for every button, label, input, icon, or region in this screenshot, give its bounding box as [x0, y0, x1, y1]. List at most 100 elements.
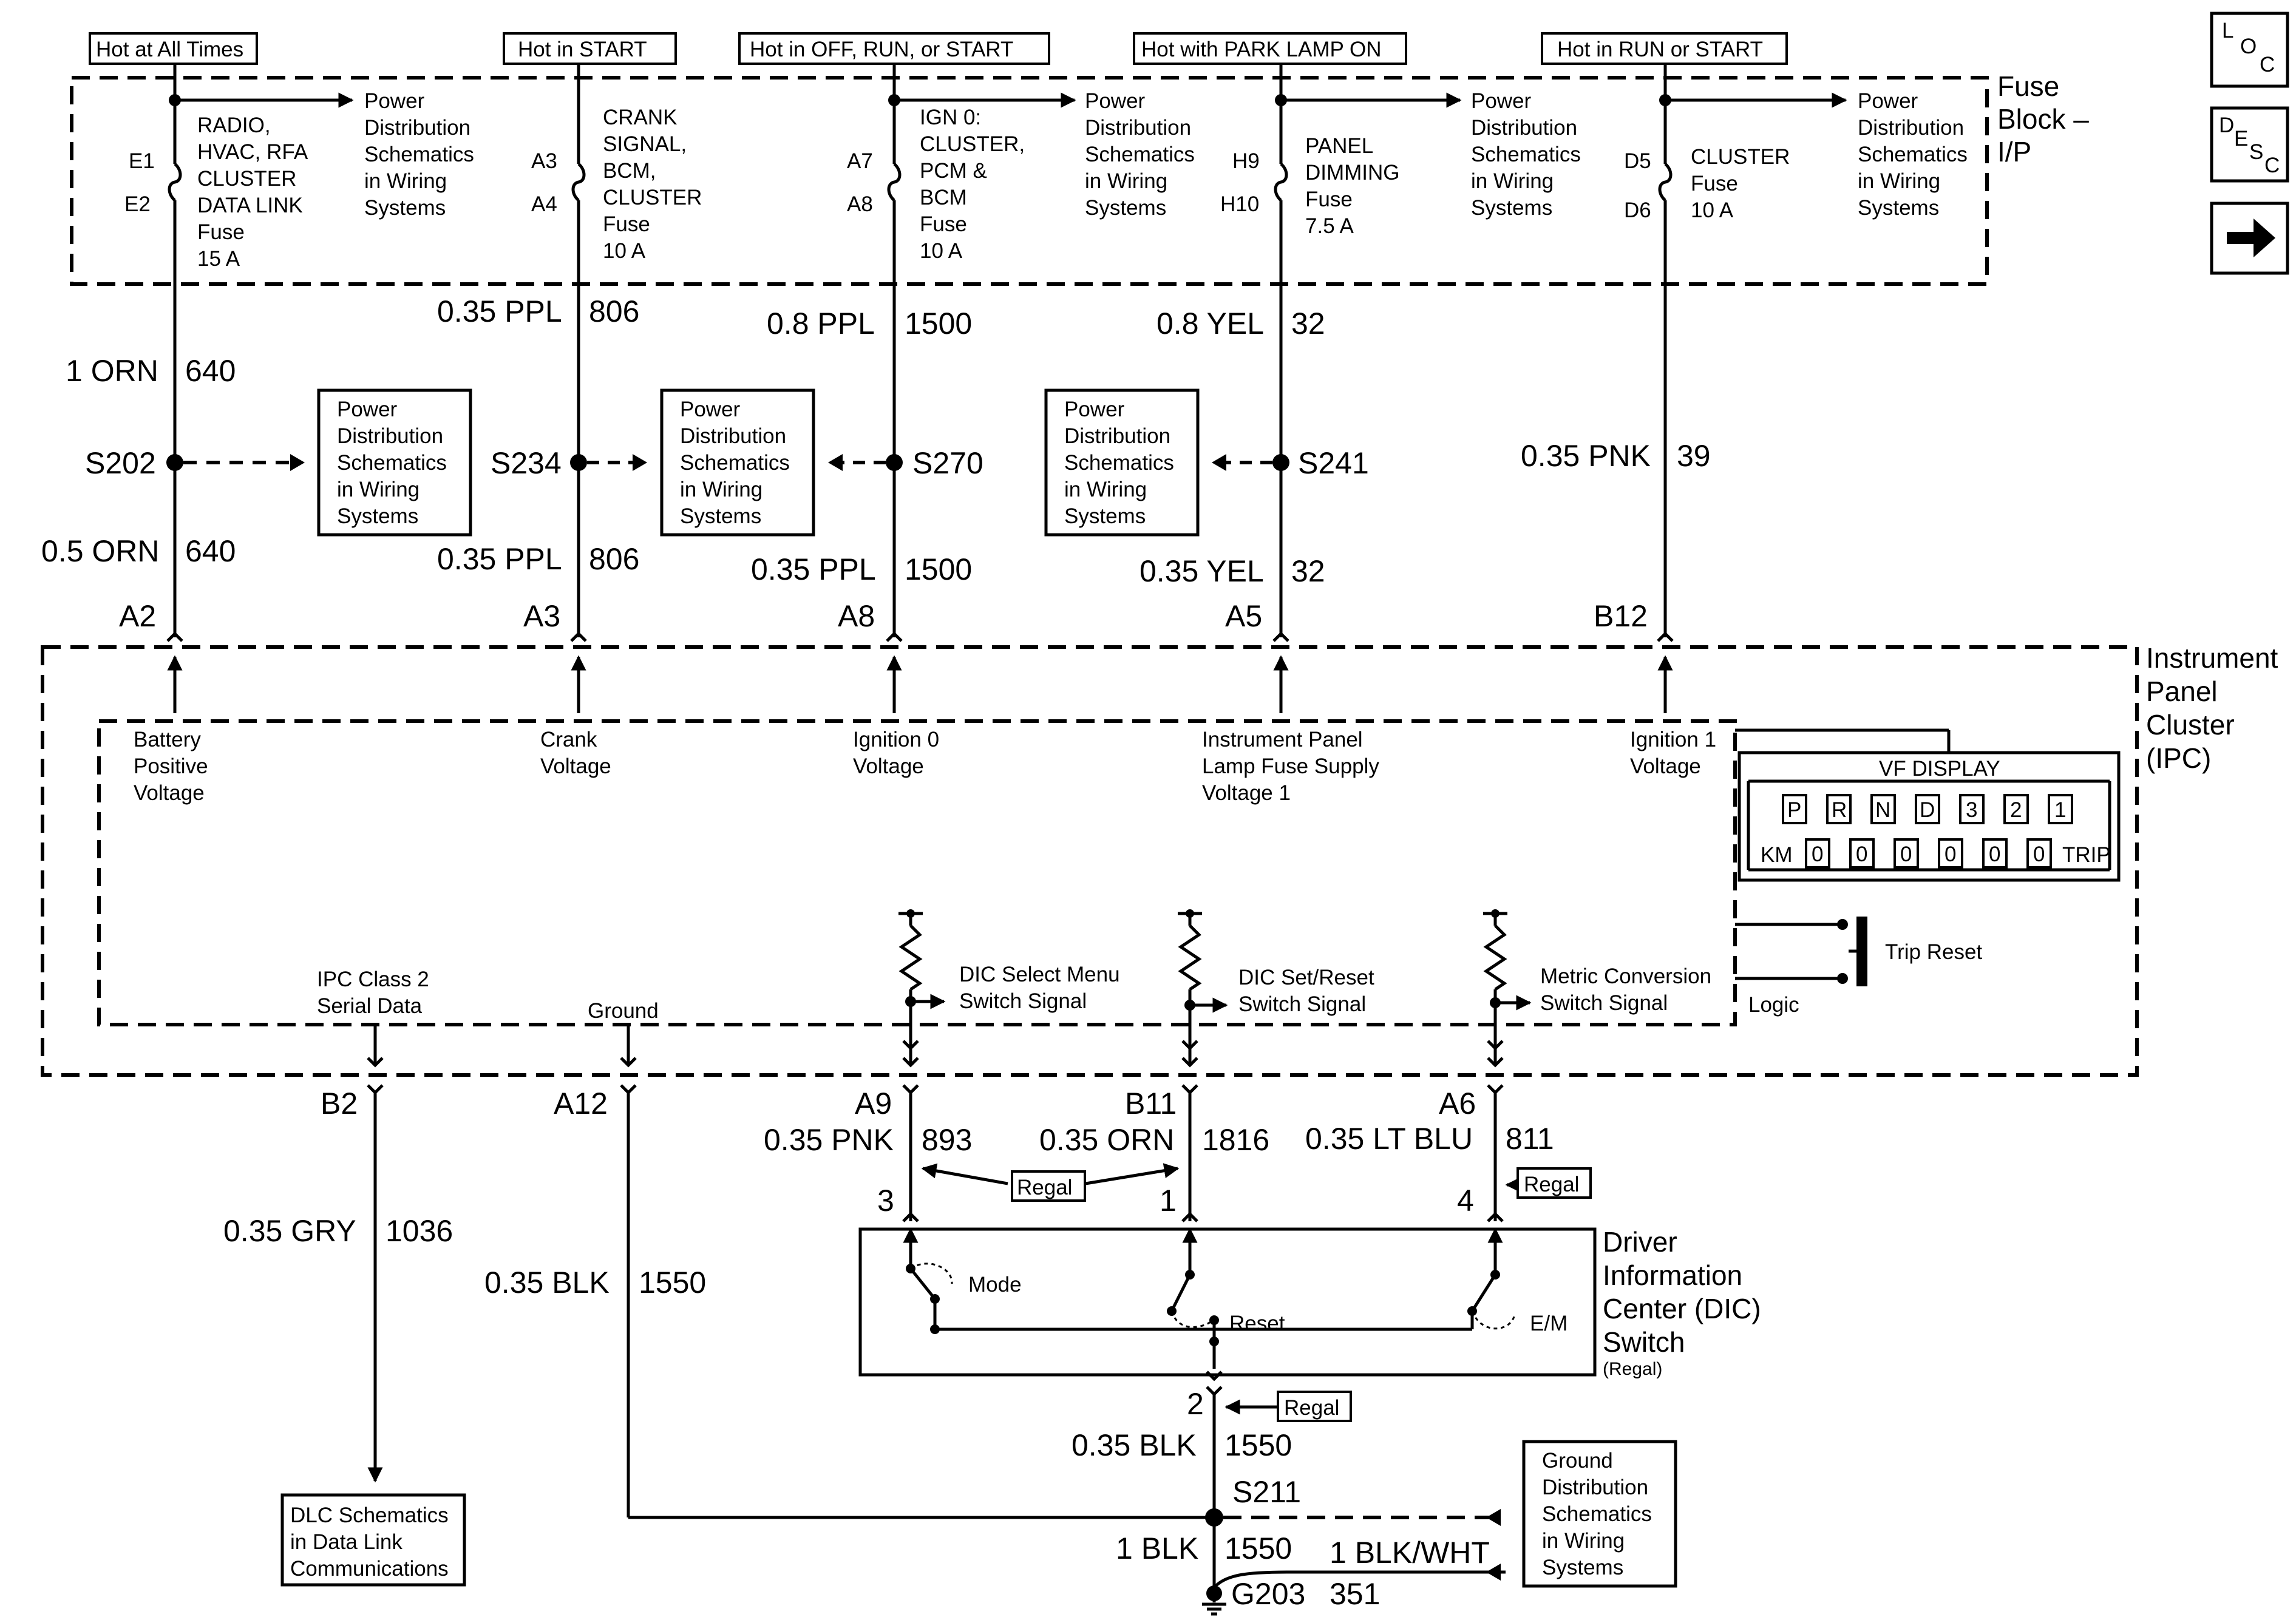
- svg-text:Serial Data: Serial Data: [317, 994, 423, 1018]
- svg-text:Metric Conversion: Metric Conversion: [1540, 964, 1711, 988]
- fuse-block-title-2: Block –: [1997, 103, 2089, 135]
- svg-text:A12: A12: [554, 1086, 608, 1120]
- switch-label-reset: Reset: [1229, 1312, 1285, 1335]
- svg-text:BCM: BCM: [920, 186, 967, 209]
- svg-text:Distribution: Distribution: [1471, 116, 1577, 140]
- svg-text:Schematics: Schematics: [1542, 1502, 1652, 1526]
- svg-text:Cluster: Cluster: [2146, 709, 2235, 741]
- svg-text:Distribution: Distribution: [1858, 116, 1964, 140]
- svg-text:E: E: [2234, 127, 2248, 151]
- svg-text:Schematics: Schematics: [364, 143, 474, 166]
- svg-text:Distribution: Distribution: [337, 424, 443, 448]
- ipc-input-ignition0: Ignition 0 Voltage: [853, 728, 939, 778]
- svg-text:Switch Signal: Switch Signal: [1540, 991, 1668, 1015]
- svg-text:32: 32: [1291, 554, 1325, 588]
- svg-text:3: 3: [1966, 798, 1977, 822]
- svg-text:Distribution: Distribution: [1064, 424, 1170, 448]
- ipc-signal-dic-select: DIC Select Menu Switch Signal: [959, 963, 1120, 1013]
- dic-reset-switch: Reset: [1167, 1227, 1285, 1369]
- ground-distribution-box: Ground Distribution Schematics in Wiring…: [1522, 1440, 1677, 1588]
- svg-text:0: 0: [1856, 842, 1867, 866]
- wire-label-upper-3: 0.8 PPL 1500: [767, 307, 972, 341]
- svg-text:806: 806: [589, 542, 639, 576]
- svg-text:DIMMING: DIMMING: [1305, 161, 1400, 185]
- svg-text:R: R: [1832, 798, 1847, 822]
- wire-label-lower-1: 0.5 ORN 640: [41, 534, 236, 568]
- svg-text:Schematics: Schematics: [1858, 143, 1968, 166]
- svg-text:in Wiring: in Wiring: [364, 169, 447, 193]
- svg-text:CRANK: CRANK: [603, 106, 678, 129]
- logic-label: Logic: [1748, 993, 1799, 1017]
- power-distribution-box-2: Power Distribution Schematics in Wiring …: [660, 388, 815, 537]
- svg-text:2: 2: [1187, 1387, 1204, 1421]
- desc-icon[interactable]: D E S C: [2210, 106, 2289, 183]
- svg-text:L: L: [2222, 19, 2233, 42]
- svg-text:351: 351: [1330, 1577, 1380, 1611]
- svg-text:Distribution: Distribution: [1085, 116, 1191, 140]
- svg-text:1550: 1550: [1224, 1531, 1292, 1565]
- svg-text:in Wiring: in Wiring: [1064, 478, 1147, 501]
- fuse-4: H9 H10 PANEL DIMMING Fuse 7.5 A: [1220, 134, 1400, 238]
- svg-text:DIC Set/Reset: DIC Set/Reset: [1238, 966, 1374, 989]
- svg-text:G203: G203: [1231, 1577, 1305, 1611]
- svg-text:Fuse: Fuse: [603, 212, 650, 236]
- dic-mode-switch: Mode: [903, 1227, 1214, 1334]
- wire-label-upper-1: 1 ORN 640: [66, 354, 236, 388]
- svg-text:0.35 BLK: 0.35 BLK: [1072, 1428, 1197, 1462]
- svg-text:P: P: [1787, 798, 1801, 822]
- supply-header-2: Hot in START: [503, 32, 677, 65]
- svg-text:in Wiring: in Wiring: [1085, 169, 1167, 193]
- svg-text:Schematics: Schematics: [1085, 143, 1195, 166]
- svg-text:BCM,: BCM,: [603, 159, 656, 183]
- metric-pullup: [1483, 909, 1532, 1065]
- wire-label-lower-4: 0.35 YEL 32: [1140, 554, 1325, 588]
- svg-text:Panel: Panel: [2146, 676, 2218, 707]
- dic-title: Driver Information Center (DIC) Switch (…: [1603, 1226, 1761, 1379]
- svg-text:1 BLK/WHT: 1 BLK/WHT: [1330, 1536, 1490, 1570]
- svg-text:Power: Power: [680, 398, 741, 421]
- svg-text:Regal: Regal: [1284, 1396, 1339, 1420]
- wire-label-lower-3: 0.35 PPL 1500: [751, 552, 972, 586]
- power-distribution-ref-1: Power Distribution Schematics in Wiring …: [364, 89, 474, 220]
- svg-text:(Regal): (Regal): [1603, 1359, 1662, 1379]
- svg-text:A5: A5: [1225, 599, 1262, 633]
- ipc-signal-class2: IPC Class 2 Serial Data: [317, 968, 429, 1018]
- svg-text:Schematics: Schematics: [1471, 143, 1581, 166]
- svg-text:Fuse: Fuse: [1691, 172, 1738, 195]
- svg-text:2: 2: [2010, 798, 2022, 822]
- ipc-title: Instrument Panel Cluster (IPC): [2146, 642, 2278, 774]
- svg-text:Ground: Ground: [1542, 1449, 1613, 1473]
- svg-text:Systems: Systems: [1542, 1556, 1623, 1579]
- supply-header-label: Hot in START: [518, 38, 647, 61]
- svg-text:0: 0: [1944, 842, 1956, 866]
- svg-text:DATA LINK: DATA LINK: [197, 194, 303, 217]
- svg-text:0.35 PPL: 0.35 PPL: [751, 552, 876, 586]
- dic-select-pullup: [898, 909, 946, 1065]
- svg-text:Battery: Battery: [134, 728, 201, 751]
- ipc-input-arrows: [167, 655, 1673, 713]
- vf-odometer: KM 0 0 0 0 0 0 TRIP: [1761, 838, 2111, 869]
- svg-text:in Wiring: in Wiring: [337, 478, 419, 501]
- svg-text:S: S: [2249, 140, 2263, 164]
- wire-label-bottom-5: 0.35 LT BLU 811: [1305, 1122, 1554, 1156]
- ipc-top-pins: A2 A3 A8 A5 B12: [119, 599, 1674, 642]
- loc-icon[interactable]: L O C: [2210, 12, 2289, 88]
- svg-text:806: 806: [589, 294, 639, 328]
- splice-s270: S270: [828, 446, 983, 480]
- svg-text:1550: 1550: [639, 1266, 706, 1300]
- svg-text:Regal: Regal: [1524, 1173, 1579, 1196]
- svg-text:0.8 YEL: 0.8 YEL: [1156, 307, 1264, 341]
- supply-header-label: Hot with PARK LAMP ON: [1141, 38, 1382, 61]
- svg-text:Ground: Ground: [588, 999, 659, 1023]
- next-arrow-icon[interactable]: [2210, 202, 2289, 275]
- ipc-input-ignition1: Ignition 1 Voltage: [1630, 728, 1716, 778]
- dic-set-pullup: [1178, 909, 1228, 1065]
- svg-text:S270: S270: [912, 446, 983, 480]
- svg-text:Fuse: Fuse: [920, 212, 967, 236]
- dic-switch-box: [858, 1227, 1597, 1377]
- trip-reset-switch: Trip Reset Logic: [1735, 917, 1982, 1017]
- svg-text:1036: 1036: [385, 1214, 453, 1248]
- svg-text:S241: S241: [1298, 446, 1369, 480]
- dlc-box: DLC Schematics in Data Link Communicatio…: [280, 1493, 466, 1587]
- supply-header-4: Hot with PARK LAMP ON: [1133, 32, 1407, 65]
